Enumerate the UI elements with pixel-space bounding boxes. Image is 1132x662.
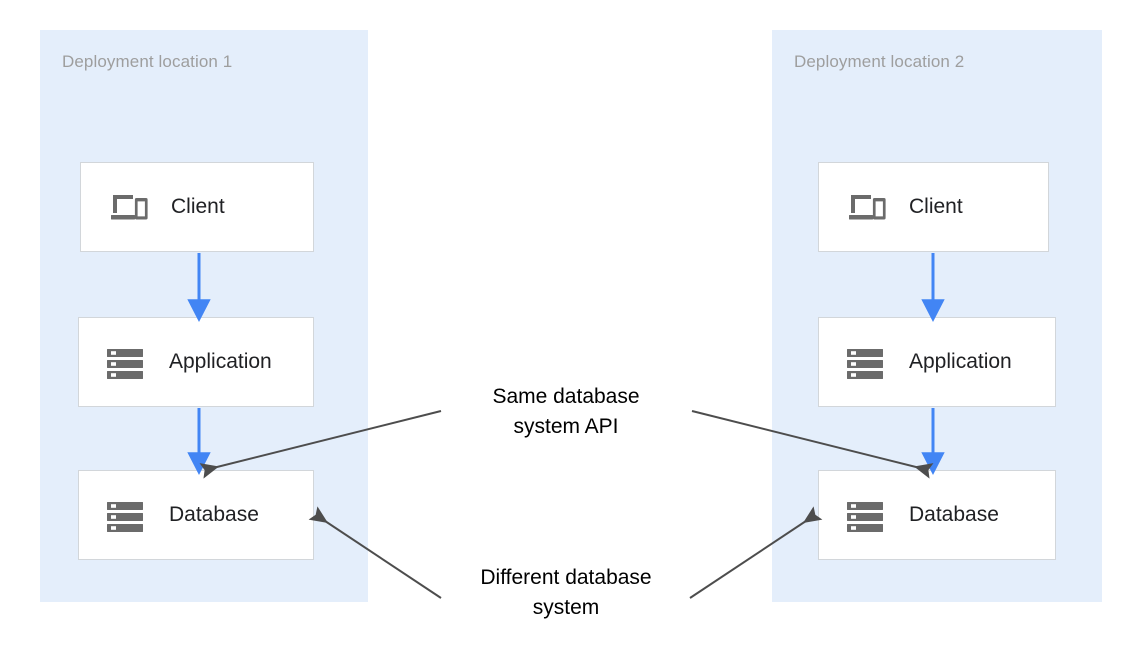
node-database-2[interactable]: Database — [818, 470, 1056, 560]
node-client-2[interactable]: Client — [818, 162, 1049, 252]
server-stack-icon — [845, 494, 887, 536]
server-stack-icon — [845, 341, 887, 383]
node-application-1-label: Application — [169, 350, 272, 373]
node-client-1-label: Client — [171, 195, 225, 218]
node-database-1-label: Database — [169, 503, 259, 526]
annotation-same-database-system-api: Same database system API — [492, 385, 640, 438]
node-application-2-label: Application — [909, 350, 1012, 373]
node-application-2[interactable]: Application — [818, 317, 1056, 407]
node-client-2-label: Client — [909, 195, 963, 218]
server-stack-icon — [105, 341, 147, 383]
server-stack-icon — [105, 494, 147, 536]
devices-icon — [107, 186, 149, 228]
node-database-2-label: Database — [909, 503, 999, 526]
node-database-1[interactable]: Database — [78, 470, 314, 560]
node-application-1[interactable]: Application — [78, 317, 314, 407]
annotation-different-database-system: Different database system — [480, 566, 652, 619]
deployment-location-1-title: Deployment location 1 — [62, 52, 233, 71]
deployment-location-2-title: Deployment location 2 — [794, 52, 965, 71]
devices-icon — [845, 186, 887, 228]
node-client-1[interactable]: Client — [80, 162, 314, 252]
